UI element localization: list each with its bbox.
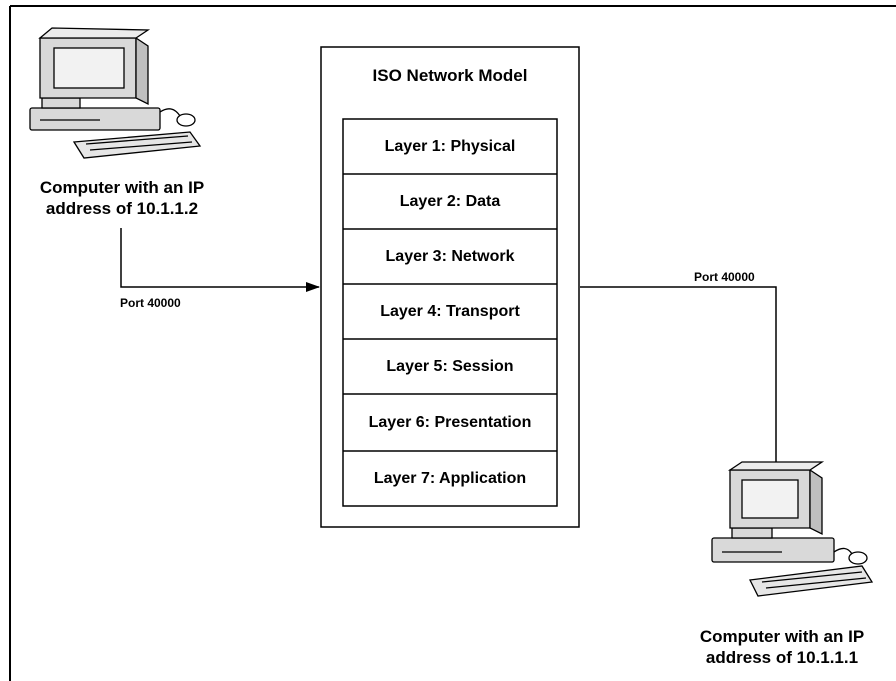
destination-port-label: Port 40000	[694, 270, 755, 284]
source-caption-line-1: Computer with an IP	[39, 178, 205, 197]
layer-6-label: Layer 6: Presentation	[368, 413, 532, 431]
layer-3-label: Layer 3: Network	[385, 247, 515, 265]
source-computer-icon	[29, 27, 202, 159]
destination-connector-arrow	[580, 286, 781, 483]
iso-model-title: ISO Network Model	[372, 66, 528, 85]
layer-2-label: Layer 2: Data	[399, 192, 501, 210]
layer-7-label: Layer 7: Application	[373, 469, 527, 487]
layer-1-label: Layer 1: Physical	[384, 137, 516, 155]
source-port-label: Port 40000	[120, 296, 181, 310]
layer-5-label: Layer 5: Session	[386, 357, 514, 375]
source-caption-line-2: address of 10.1.1.2	[45, 199, 199, 218]
iso-model-box	[320, 46, 580, 528]
layer-4-label: Layer 4: Transport	[380, 302, 520, 320]
destination-computer-caption: Computer with an IP address of 10.1.1.1	[674, 626, 890, 668]
source-computer-caption: Computer with an IP address of 10.1.1.2	[14, 177, 230, 219]
destination-computer-icon	[711, 461, 874, 597]
destination-caption-line-2: address of 10.1.1.1	[705, 648, 859, 667]
source-connector-arrow	[120, 228, 320, 292]
layer-stack	[342, 118, 558, 507]
destination-caption-line-1: Computer with an IP	[699, 627, 865, 646]
